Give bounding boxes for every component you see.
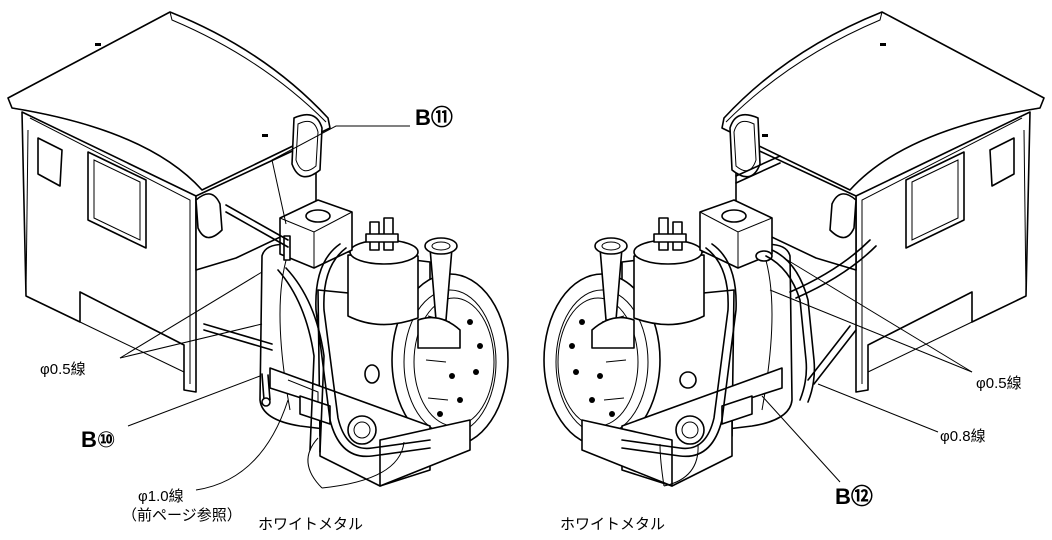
left-locomotive-view (7, 11, 509, 491)
left-cab-body (21, 111, 323, 393)
label-b12: B⑫ (835, 484, 873, 509)
label-white-metal-left: ホワイトメタル (258, 516, 363, 533)
right-cab-roof (721, 11, 1045, 191)
right-locomotive-view (543, 11, 1045, 487)
left-leader-lines (119, 125, 410, 491)
left-piping (203, 204, 431, 458)
right-frame (581, 367, 783, 487)
label-wire-08: φ0.8線 (940, 428, 986, 445)
label-wire-10: φ1.0線 (138, 488, 184, 505)
label-b10: B⑩ (81, 427, 116, 452)
label-b11: B⑪ (415, 105, 453, 130)
left-frame (269, 367, 471, 487)
label-wire-05-left: φ0.5線 (40, 361, 86, 378)
label-wire-05-right: φ0.5線 (976, 375, 1022, 392)
right-leader-lines (659, 257, 973, 487)
label-white-metal-right: ホワイトメタル (560, 516, 665, 533)
left-cab-roof (7, 11, 331, 191)
right-cab-body (729, 111, 1031, 393)
label-wire-10-note: （前ページ参照） (122, 507, 242, 524)
